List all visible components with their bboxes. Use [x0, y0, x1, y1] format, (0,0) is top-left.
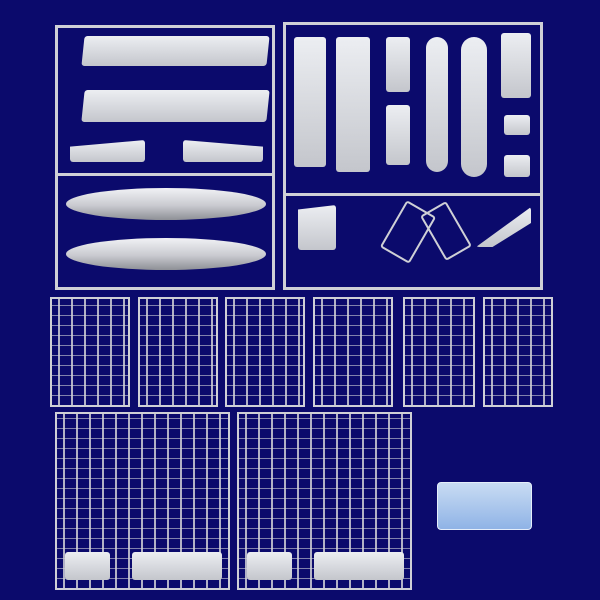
rudder-part: [476, 207, 531, 247]
panel-part: [386, 37, 410, 92]
float-part: [294, 37, 326, 167]
sprue-small-parts: [313, 297, 393, 407]
fuselage-half-part: [66, 238, 266, 270]
panel-part: [65, 552, 110, 580]
sprue-small-parts: [50, 297, 130, 407]
float-part: [336, 37, 370, 172]
sprue-runner: [58, 173, 272, 176]
panel-part: [504, 155, 530, 177]
panel-part: [501, 33, 531, 98]
panel-part: [504, 115, 530, 135]
tailplane-right-part: [183, 140, 263, 162]
sprue-small-parts: [403, 297, 475, 407]
hull-part: [461, 37, 487, 177]
sprue-small-parts: [225, 297, 305, 407]
panel-part: [132, 552, 222, 580]
upper-wing-part: [81, 36, 270, 66]
tailplane-left-part: [70, 140, 145, 162]
lower-wing-part: [81, 90, 270, 122]
clear-canopy-part: [437, 482, 532, 530]
fuselage-half-part: [66, 188, 266, 220]
sprue-interior-parts: [237, 412, 412, 590]
sprue-runner: [286, 193, 540, 196]
hull-part: [426, 37, 448, 172]
sprue-small-parts: [483, 297, 553, 407]
sprue-interior-parts: [55, 412, 230, 590]
fin-part: [298, 205, 336, 250]
panel-part: [314, 552, 404, 580]
sprue-small-parts: [138, 297, 218, 407]
sprue-floats-struts: [283, 22, 543, 290]
panel-part: [386, 105, 410, 165]
sprue-wings-fuselage: [55, 25, 275, 290]
strut-part: [379, 200, 437, 264]
panel-part: [247, 552, 292, 580]
strut-part: [420, 200, 472, 262]
